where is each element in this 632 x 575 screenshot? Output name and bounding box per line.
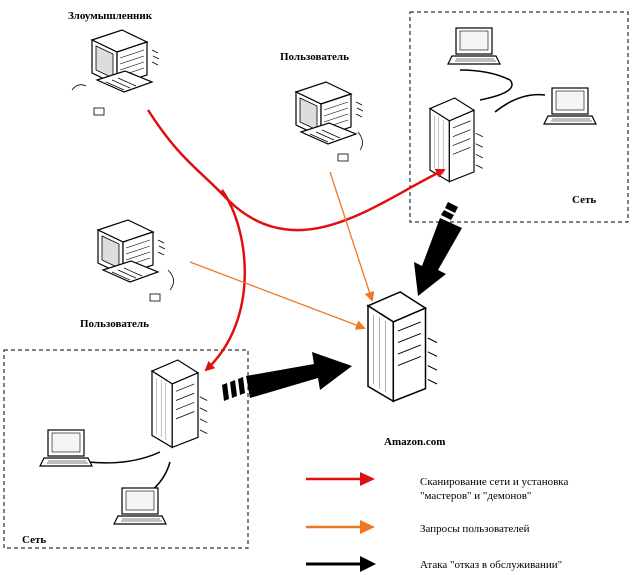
legend-scan-line1: Сканирование сети и установка [420,476,569,488]
network-top-right-devices [429,27,597,183]
scan-arrow-top [146,109,446,232]
network-bottom-left-devices [39,359,208,525]
target-label: Amazon.com [384,436,446,448]
target-server [367,291,438,402]
dos-arrow-top [414,202,462,296]
attacker-computer [71,29,160,116]
legend-request-text: Запросы пользователей [420,523,530,535]
legend-scan-text: Сканирование сети и установка "мастеров"… [420,475,568,503]
user-top-label: Пользователь [280,51,349,63]
attacker-label: Злоумышленник [68,10,153,22]
legend-scan-line2: "мастеров" и "демонов" [420,490,532,502]
dos-arrow-bottom [222,352,352,401]
network-top-right-box [409,11,629,223]
request-arrow-top [329,171,375,302]
user-top-computer [295,81,364,162]
user-left-computer [97,219,174,302]
legend-scan-arrow [306,472,375,486]
request-arrow-left [189,261,366,330]
network-top-right-label: Сеть [572,194,597,206]
legend-dos-arrow [306,556,376,572]
user-left-label: Пользователь [80,318,149,330]
scan-arrow-bottom [204,189,247,372]
network-bottom-left-label: Сеть [22,534,47,546]
network-bottom-left-box [3,349,249,549]
legend-request-arrow [306,520,375,534]
legend-dos-text: Атака "отказ в обслуживании" [420,559,563,571]
